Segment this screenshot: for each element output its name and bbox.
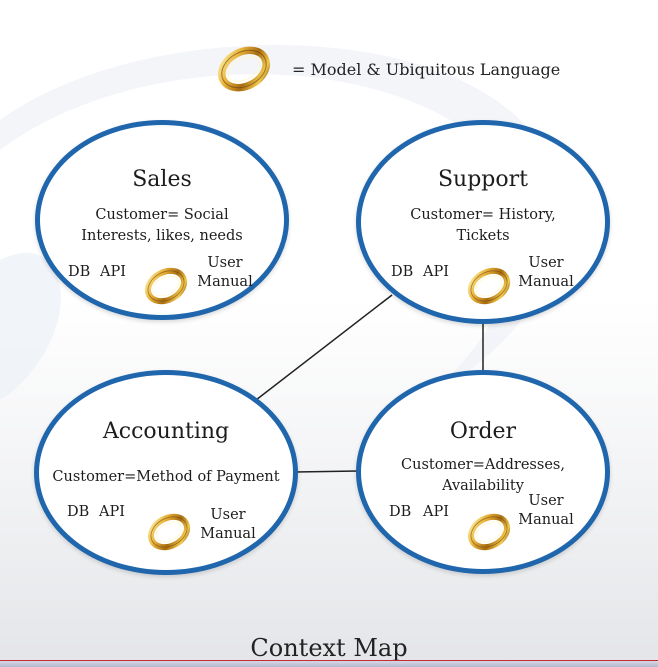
- gold-ring-icon: [463, 263, 515, 309]
- db-label: DB: [68, 264, 91, 280]
- user-manual-label: User Manual: [200, 507, 256, 542]
- gold-ring-icon: [143, 509, 195, 555]
- context-title: Sales: [132, 167, 192, 192]
- gold-ring-icon: [463, 509, 515, 555]
- api-label: API: [423, 504, 449, 520]
- context-support: Support Customer= History, Tickets DB AP…: [356, 120, 610, 324]
- connector-accounting-order: [294, 470, 359, 473]
- context-description: Customer= History, Tickets: [410, 207, 556, 244]
- context-description: Customer= Social Interests, likes, needs: [81, 207, 243, 244]
- db-label: DB: [67, 504, 90, 520]
- context-order: Order Customer=Addresses, Availability D…: [356, 370, 610, 574]
- gold-ring-icon: [212, 40, 276, 98]
- bottom-bar: [0, 660, 658, 667]
- context-title: Order: [449, 419, 517, 444]
- context-title: Accounting: [102, 419, 230, 444]
- api-label: API: [423, 264, 449, 280]
- api-label: API: [100, 264, 126, 280]
- user-manual-label: User Manual: [197, 255, 253, 290]
- legend-text: = Model & Ubiquitous Language: [292, 60, 561, 79]
- context-description: Customer=Addresses, Availability: [401, 457, 565, 494]
- connector-support-accounting: [255, 294, 393, 401]
- user-manual-label: User Manual: [518, 493, 574, 528]
- db-label: DB: [391, 264, 414, 280]
- context-title: Support: [437, 167, 528, 192]
- context-accounting: Accounting Customer=Method of Payment DB…: [34, 370, 298, 575]
- user-manual-label: User Manual: [518, 255, 574, 290]
- context-description: Customer=Method of Payment: [52, 469, 280, 485]
- db-label: DB: [389, 504, 412, 520]
- api-label: API: [99, 504, 125, 520]
- footer-title: Context Map: [250, 634, 408, 662]
- gold-ring-icon: [140, 263, 192, 309]
- context-sales: Sales Customer= Social Interests, likes,…: [35, 120, 289, 320]
